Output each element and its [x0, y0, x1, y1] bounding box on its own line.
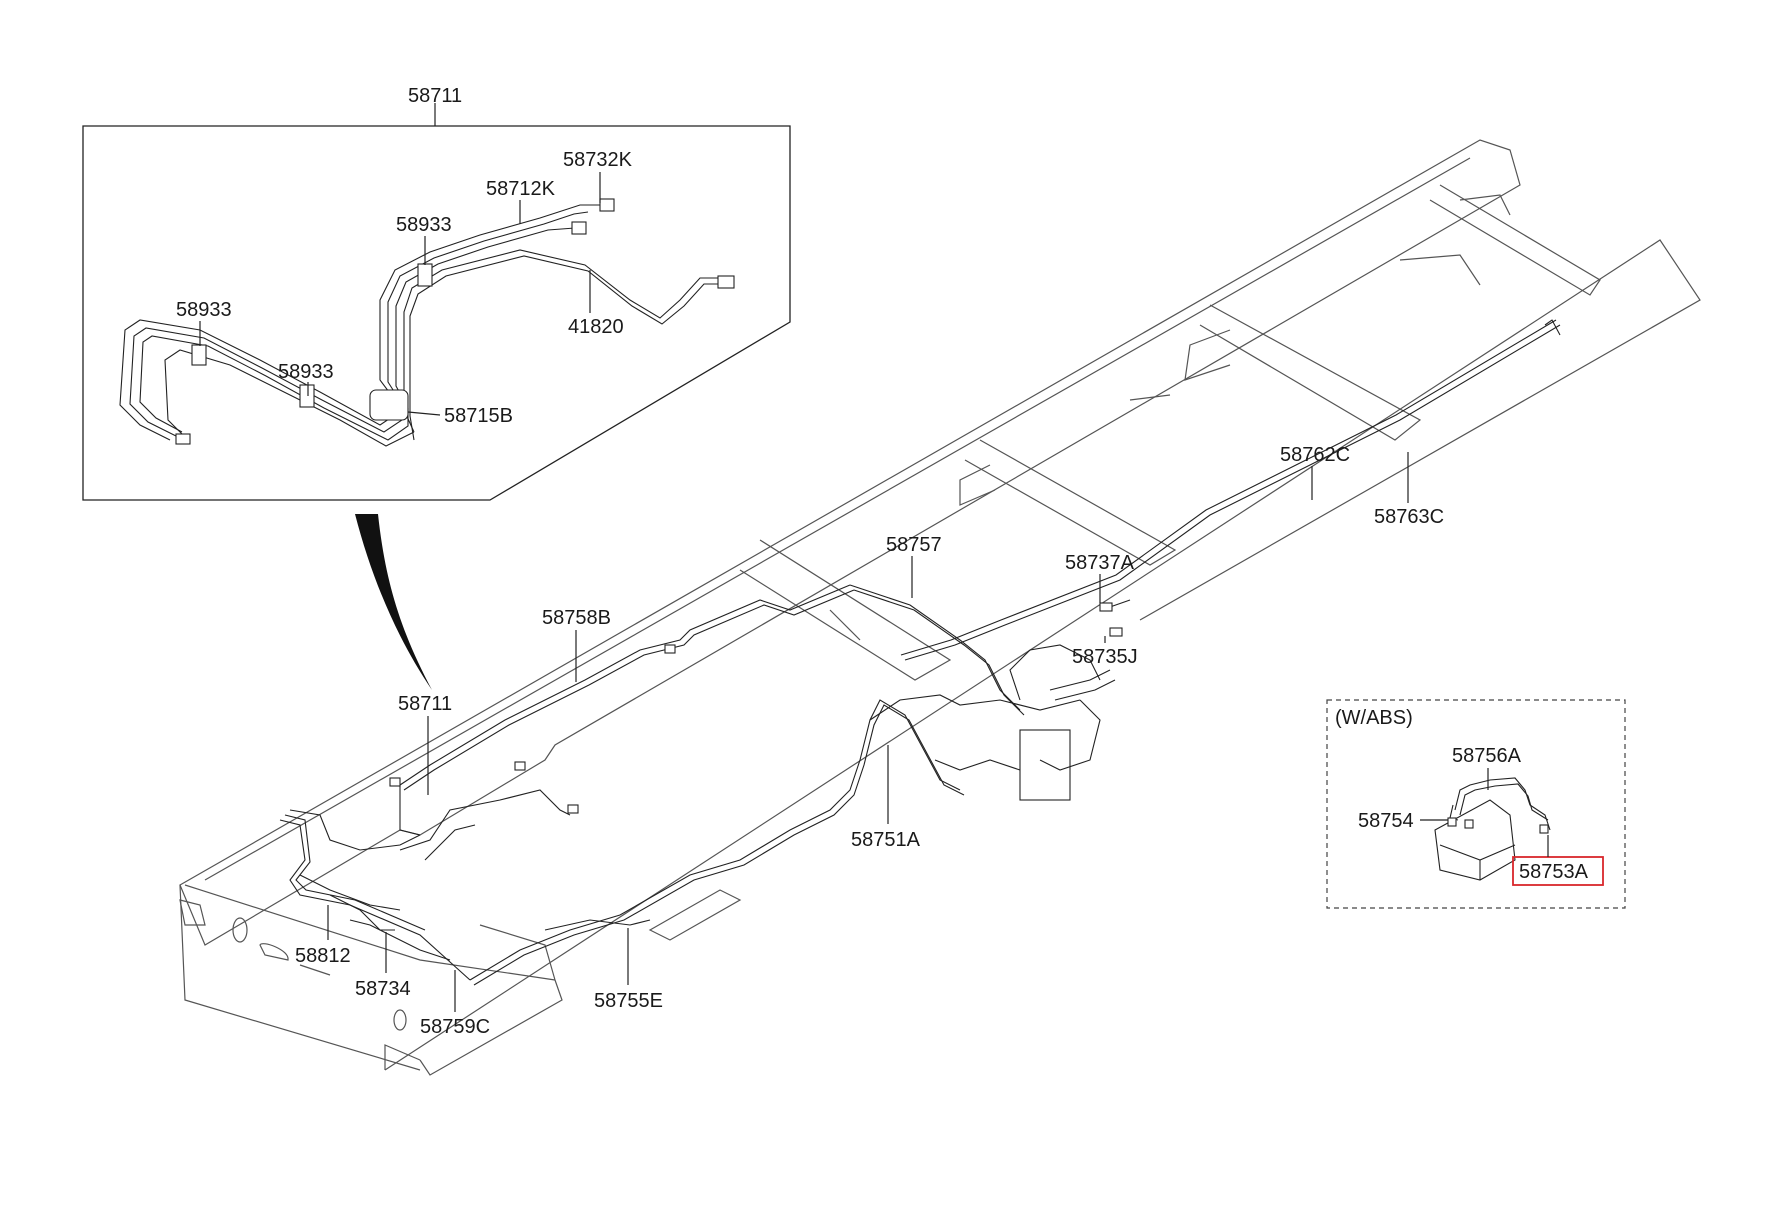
callout-58753A: 58753A [1519, 861, 1589, 883]
callout-58933-left: 58933 [176, 299, 232, 321]
highlight-box-58753A [1512, 856, 1604, 886]
callout-58712K: 58712K [486, 178, 556, 200]
callout-58734: 58734 [355, 978, 411, 1000]
abs-detail: (W/ABS) 58756A 58754 58753A [1326, 699, 1626, 909]
abs-frame [1326, 699, 1626, 909]
callout-58758B: 58758B [542, 607, 611, 629]
callout-41820: 41820 [568, 316, 624, 338]
inset-detail: 58711 58732K 58712K 58933 [82, 85, 791, 501]
abs-module [1434, 777, 1551, 881]
inset-pipe-bundle [119, 198, 735, 447]
callout-58759C: 58759C [420, 1016, 490, 1038]
callout-58933-top: 58933 [396, 214, 452, 236]
callout-58756A: 58756A [1452, 745, 1522, 767]
chassis-frame [179, 139, 1701, 1076]
chassis-callouts: 58762C 58763C 58757 58737A 58758B 58735J… [295, 444, 1444, 1038]
callout-58754: 58754 [1358, 810, 1414, 832]
callout-58757: 58757 [886, 534, 942, 556]
callout-58715B: 58715B [444, 405, 513, 427]
callout-58755E: 58755E [594, 990, 663, 1012]
callout-58735J: 58735J [1072, 646, 1138, 668]
callout-58933-mid: 58933 [278, 361, 334, 383]
callout-58711: 58711 [398, 693, 452, 715]
abs-title: (W/ABS) [1335, 707, 1413, 729]
callout-58732K: 58732K [563, 149, 633, 171]
callout-58812: 58812 [295, 945, 351, 967]
chassis-brake-lines [279, 319, 1561, 986]
callout-58737A: 58737A [1065, 552, 1135, 574]
callout-58711-inset: 58711 [408, 85, 462, 107]
detail-pointer-arrow [355, 514, 432, 690]
callout-58751A: 58751A [851, 829, 921, 851]
callout-58762C: 58762C [1280, 444, 1350, 466]
callout-58763C: 58763C [1374, 506, 1444, 528]
inset-frame [82, 125, 791, 501]
